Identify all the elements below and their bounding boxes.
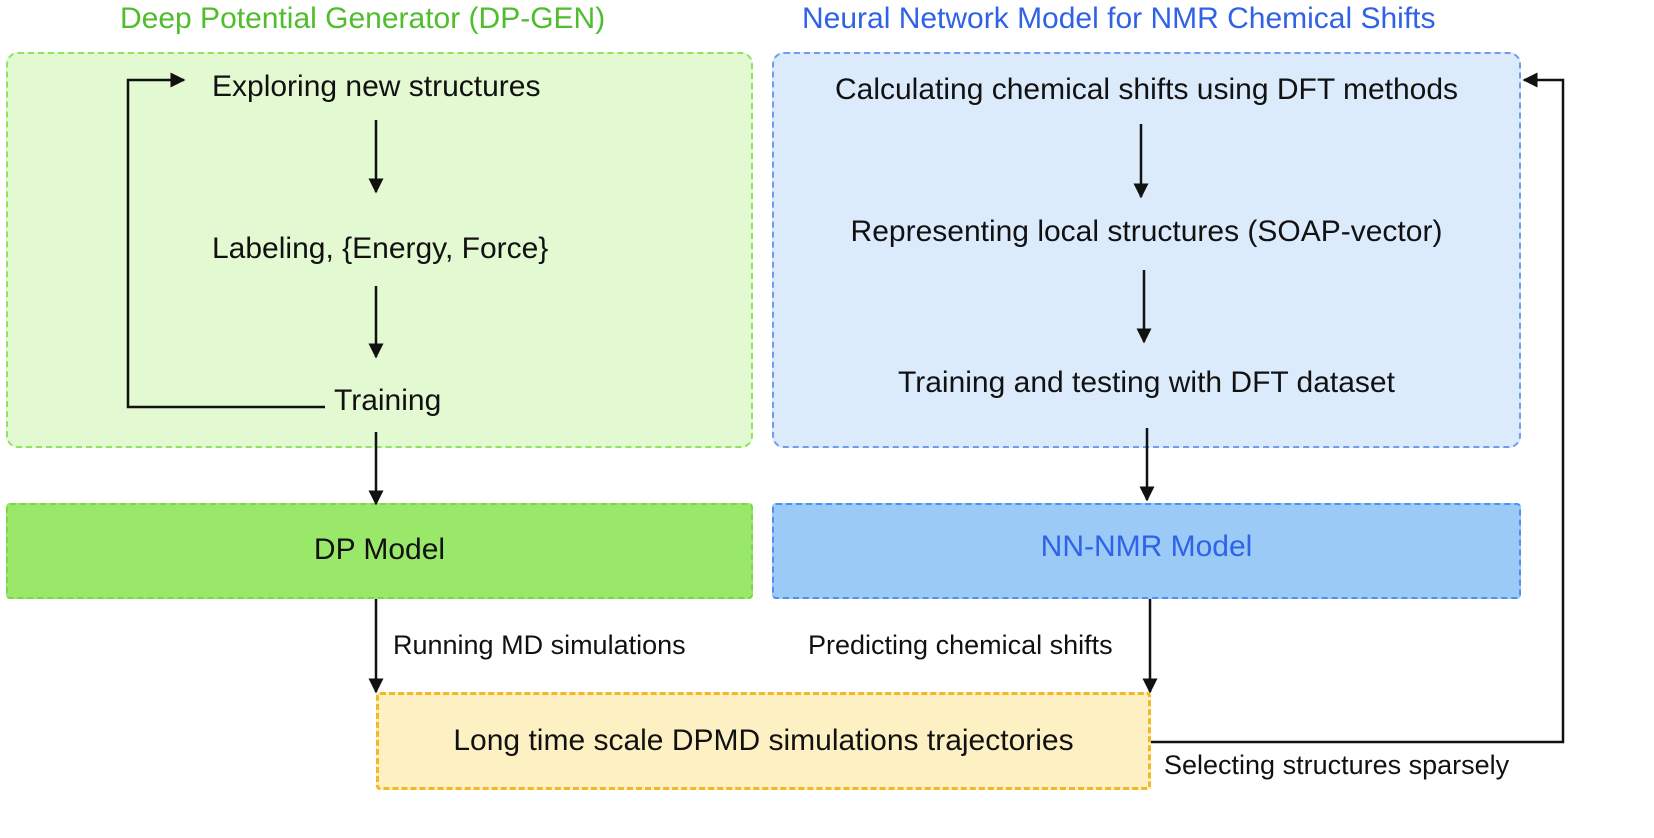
step-labeling: Labeling, {Energy, Force}	[212, 232, 549, 265]
dpgen-title: Deep Potential Generator (DP-GEN)	[120, 2, 606, 35]
dpgen-panel	[6, 52, 753, 448]
step-training-testing: Training and testing with DFT dataset	[898, 366, 1395, 399]
selecting-structures-label: Selecting structures sparsely	[1164, 750, 1510, 780]
step-training: Training	[334, 384, 442, 417]
arrow-train-feedback	[126, 72, 325, 409]
dp-model-box	[6, 503, 753, 599]
trajectories-box	[376, 692, 1151, 790]
step-calculating-shifts: Calculating chemical shifts using DFT me…	[834, 73, 1459, 106]
nn-nmr-model-label: NN-NMR Model	[1040, 530, 1253, 563]
running-md-label: Running MD simulations	[393, 630, 686, 660]
trajectories-label: Long time scale DPMD simulations traject…	[453, 724, 1074, 757]
arrow-select-to-calc	[1151, 72, 1565, 744]
nn-nmr-model-box	[772, 503, 1521, 599]
step-exploring: Exploring new structures	[212, 70, 541, 103]
dp-model-label: DP Model	[313, 533, 446, 566]
step-representing-structures: Representing local structures (SOAP-vect…	[850, 215, 1443, 248]
nn-nmr-panel	[772, 52, 1521, 448]
predicting-shifts-label: Predicting chemical shifts	[808, 630, 1113, 660]
nn-nmr-title: Neural Network Model for NMR Chemical Sh…	[802, 2, 1436, 35]
